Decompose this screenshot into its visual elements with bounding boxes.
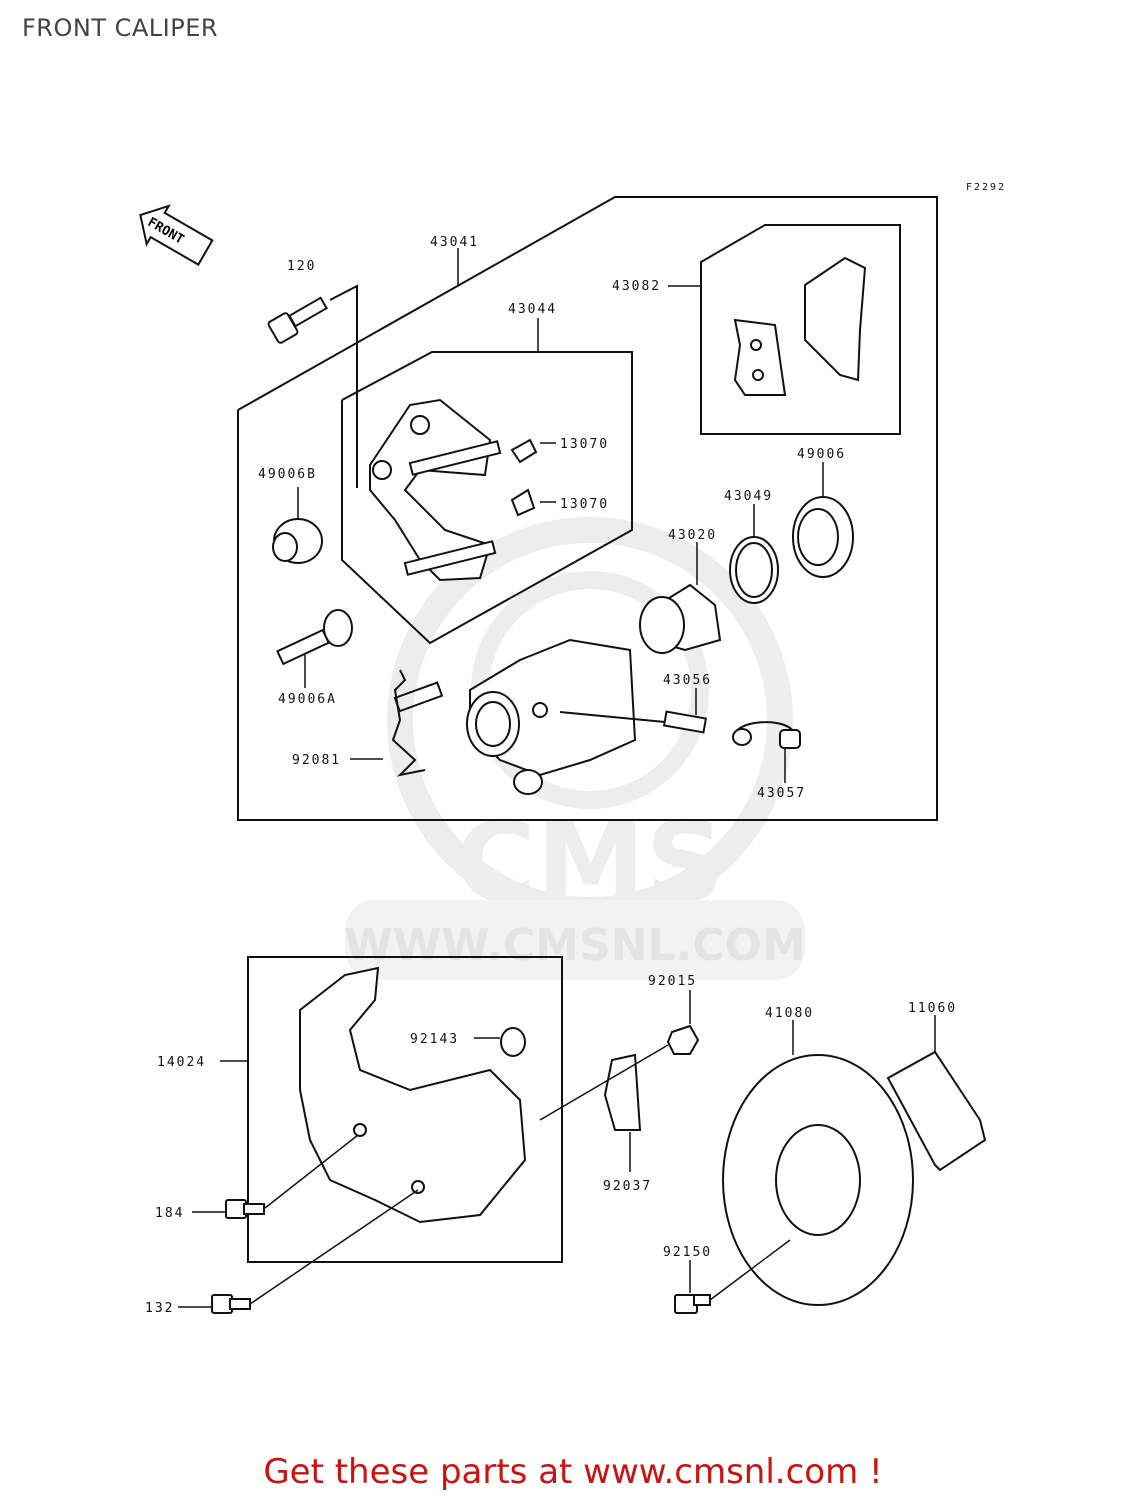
pin-49006a	[276, 609, 353, 666]
brake-pads	[733, 256, 867, 396]
part-label-92015: 92015	[648, 974, 697, 989]
caliper-assembly-frame	[237, 196, 938, 821]
bolt-120	[267, 284, 358, 488]
part-label-43044: 43044	[508, 302, 557, 317]
caliper-bracket	[369, 398, 502, 582]
part-label-92143: 92143	[410, 1032, 459, 1047]
part-label-92081: 92081	[292, 753, 341, 768]
pad-spring-92081	[391, 669, 444, 777]
part-label-49006a: 49006A	[278, 692, 337, 707]
part-label-43049: 43049	[724, 489, 773, 504]
part-label-184: 184	[155, 1206, 184, 1221]
boot-49006b	[272, 518, 323, 564]
part-label-49006: 49006	[797, 447, 846, 462]
bleeder-and-cap	[559, 710, 801, 749]
seals-and-piston	[639, 496, 854, 654]
part-label-43041: 43041	[430, 235, 479, 250]
part-label-41080: 41080	[765, 1006, 814, 1021]
part-label-43082: 43082	[612, 279, 661, 294]
pad-clips	[510, 438, 538, 517]
part-label-11060: 11060	[908, 1001, 957, 1016]
pad-set-frame	[700, 224, 901, 435]
part-label-14024: 14024	[157, 1055, 206, 1070]
caliper-body	[466, 638, 637, 795]
front-direction-arrow: FRONT	[139, 204, 214, 266]
part-label-92150: 92150	[663, 1245, 712, 1260]
part-label-43056: 43056	[663, 673, 712, 688]
disc-guard	[299, 966, 527, 1224]
watermark-url: WWW.CMSNL.COM	[344, 920, 806, 971]
bracket-assembly-frame	[341, 351, 633, 645]
part-label-132: 132	[145, 1301, 174, 1316]
part-label-43020: 43020	[668, 528, 717, 543]
brake-disc	[722, 1054, 914, 1306]
figure-code: F2292	[966, 182, 1006, 193]
part-label-13070-a: 13070	[560, 437, 609, 452]
part-label-13070-b: 13070	[560, 497, 609, 512]
part-label-120: 120	[287, 259, 316, 274]
get-parts-link[interactable]: Get these parts at www.cmsnl.com !	[263, 1452, 883, 1492]
part-label-43057: 43057	[757, 786, 806, 801]
disc-cover-frame	[247, 956, 563, 1263]
leader-lines	[178, 248, 936, 1308]
page-title: FRONT CALIPER	[22, 14, 219, 42]
part-label-92037: 92037	[603, 1179, 652, 1194]
part-label-49006b: 49006B	[258, 467, 317, 482]
